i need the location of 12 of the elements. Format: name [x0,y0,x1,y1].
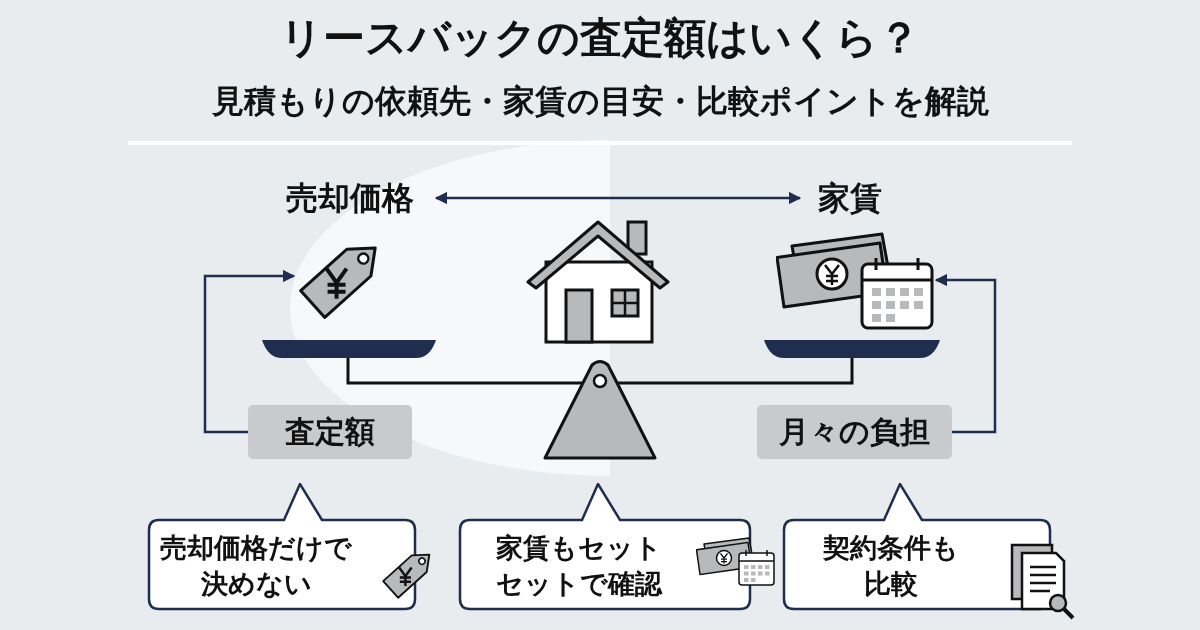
bubble-text: 家賃もセットセットで確認 [495,531,664,601]
label-box: 月々の負担 [757,405,952,459]
category-label: 売却価格 [264,176,436,220]
title: リースバックの査定額はいくら？ [279,12,921,64]
arrow [203,269,296,434]
arrow [434,191,802,205]
bubble-text: 契約条件も比較 [822,531,960,601]
arrow [934,273,997,434]
subtitle: 見積もりの依頼先・家賃の目安・比較ポイントを解説 [210,81,990,122]
label-box: 査定額 [248,405,412,459]
category-label: 家賃 [800,176,900,220]
bubble-text: 売却価格だけで決めない [159,531,353,601]
